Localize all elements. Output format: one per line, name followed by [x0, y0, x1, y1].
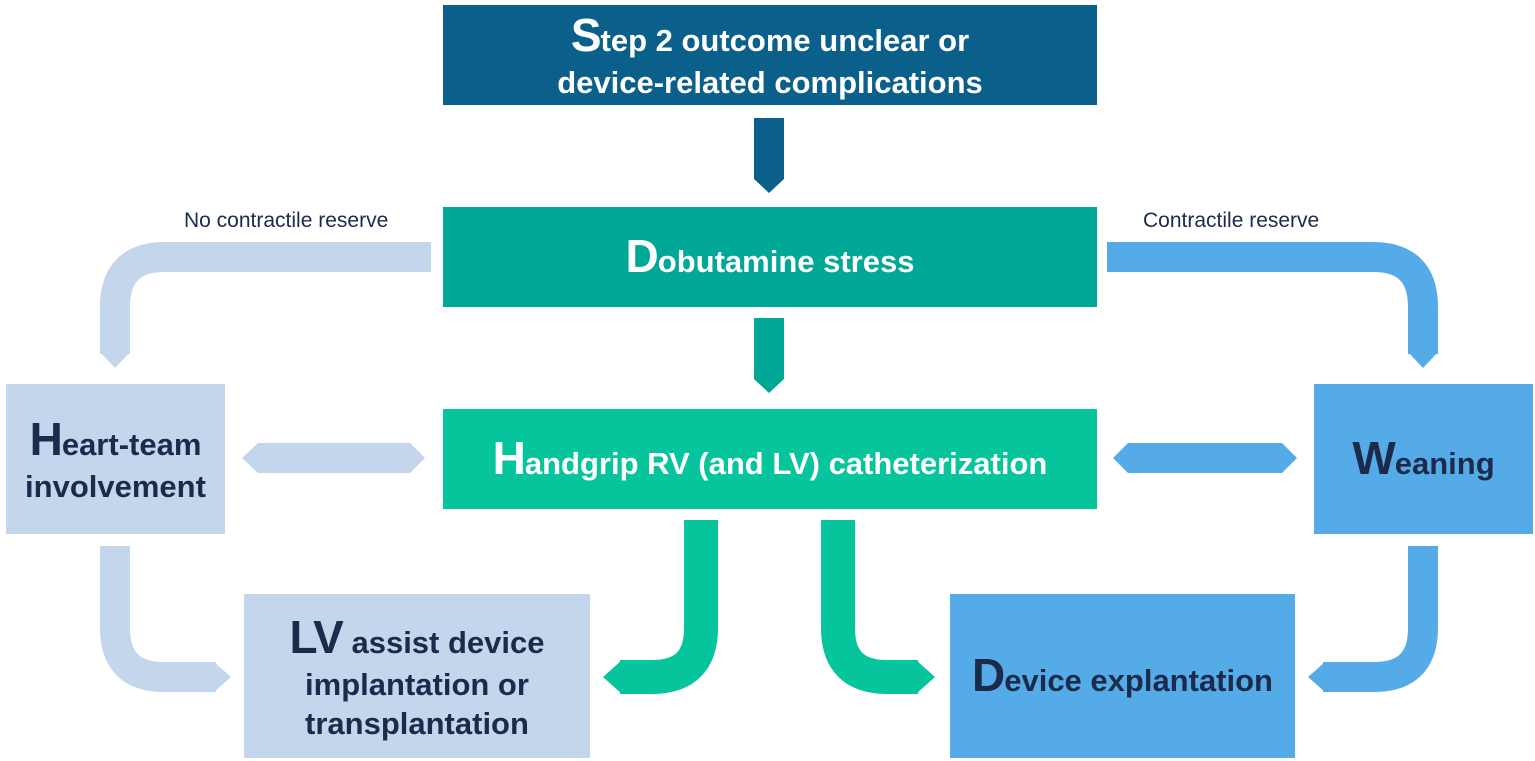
arrow-handgrip-weaning — [1113, 443, 1297, 473]
arrow-step2-to-dobutamine — [754, 118, 784, 193]
arrow-heartteam-to-lvad — [100, 546, 216, 692]
arrowhead-heartteam-to-lvad — [214, 662, 231, 692]
arrowhead-handgrip-to-lvad — [603, 660, 622, 694]
heart-team-box: Heart-team involvement — [6, 384, 225, 534]
step2-line2: device-related complications — [557, 65, 983, 101]
arrow-contractile-reserve — [1107, 242, 1438, 354]
arrow-dobutamine-to-handgrip — [754, 318, 784, 393]
handgrip-text: andgrip RV (and LV) catheterization — [524, 446, 1048, 482]
lvad-line3: transplantation — [305, 705, 529, 741]
arrow-handgrip-to-lvad — [620, 520, 718, 694]
step2-box: Step 2 outcome unclear or device-related… — [443, 5, 1097, 105]
step2-initial: S — [570, 9, 602, 62]
no-contractile-reserve-label: No contractile reserve — [184, 209, 389, 232]
handgrip-box: Handgrip RV (and LV) catheterization — [443, 409, 1097, 509]
arrow-handgrip-to-explantation — [821, 520, 918, 694]
heart-team-initial: H — [29, 413, 63, 466]
dobutamine-text: obutamine stress — [657, 244, 915, 280]
arrowhead-contractile-reserve — [1408, 352, 1438, 368]
weaning-initial: W — [1352, 432, 1395, 485]
handgrip-initial: H — [492, 432, 526, 485]
explantation-initial: D — [971, 649, 1005, 702]
heart-team-line2: involvement — [25, 469, 206, 505]
dobutamine-box: Dobutamine stress — [443, 207, 1097, 307]
explantation-text: evice explantation — [1004, 663, 1273, 699]
dobutamine-initial: D — [625, 230, 659, 283]
arrow-no-contractile-reserve — [100, 242, 431, 354]
lvad-initial: LV — [289, 611, 343, 664]
weaning-text: eaning — [1394, 446, 1495, 482]
lvad-box: LV assist device implantation or transpl… — [244, 594, 590, 758]
heart-team-line1: eart-team — [61, 427, 202, 463]
arrowhead-weaning-to-explantation — [1308, 662, 1325, 692]
contractile-reserve-label: Contractile reserve — [1143, 209, 1320, 232]
arrow-weaning-to-explantation — [1323, 546, 1438, 692]
arrow-handgrip-heartteam — [242, 443, 425, 473]
lvad-line2: implantation or — [305, 667, 529, 703]
lvad-line1: assist device — [342, 625, 545, 661]
explantation-box: Device explantation — [950, 594, 1295, 758]
step2-line1: tep 2 outcome unclear or — [600, 23, 970, 59]
weaning-box: Weaning — [1314, 384, 1533, 534]
arrowhead-no-contractile-reserve — [100, 352, 130, 368]
arrowhead-handgrip-to-explantation — [916, 660, 935, 694]
